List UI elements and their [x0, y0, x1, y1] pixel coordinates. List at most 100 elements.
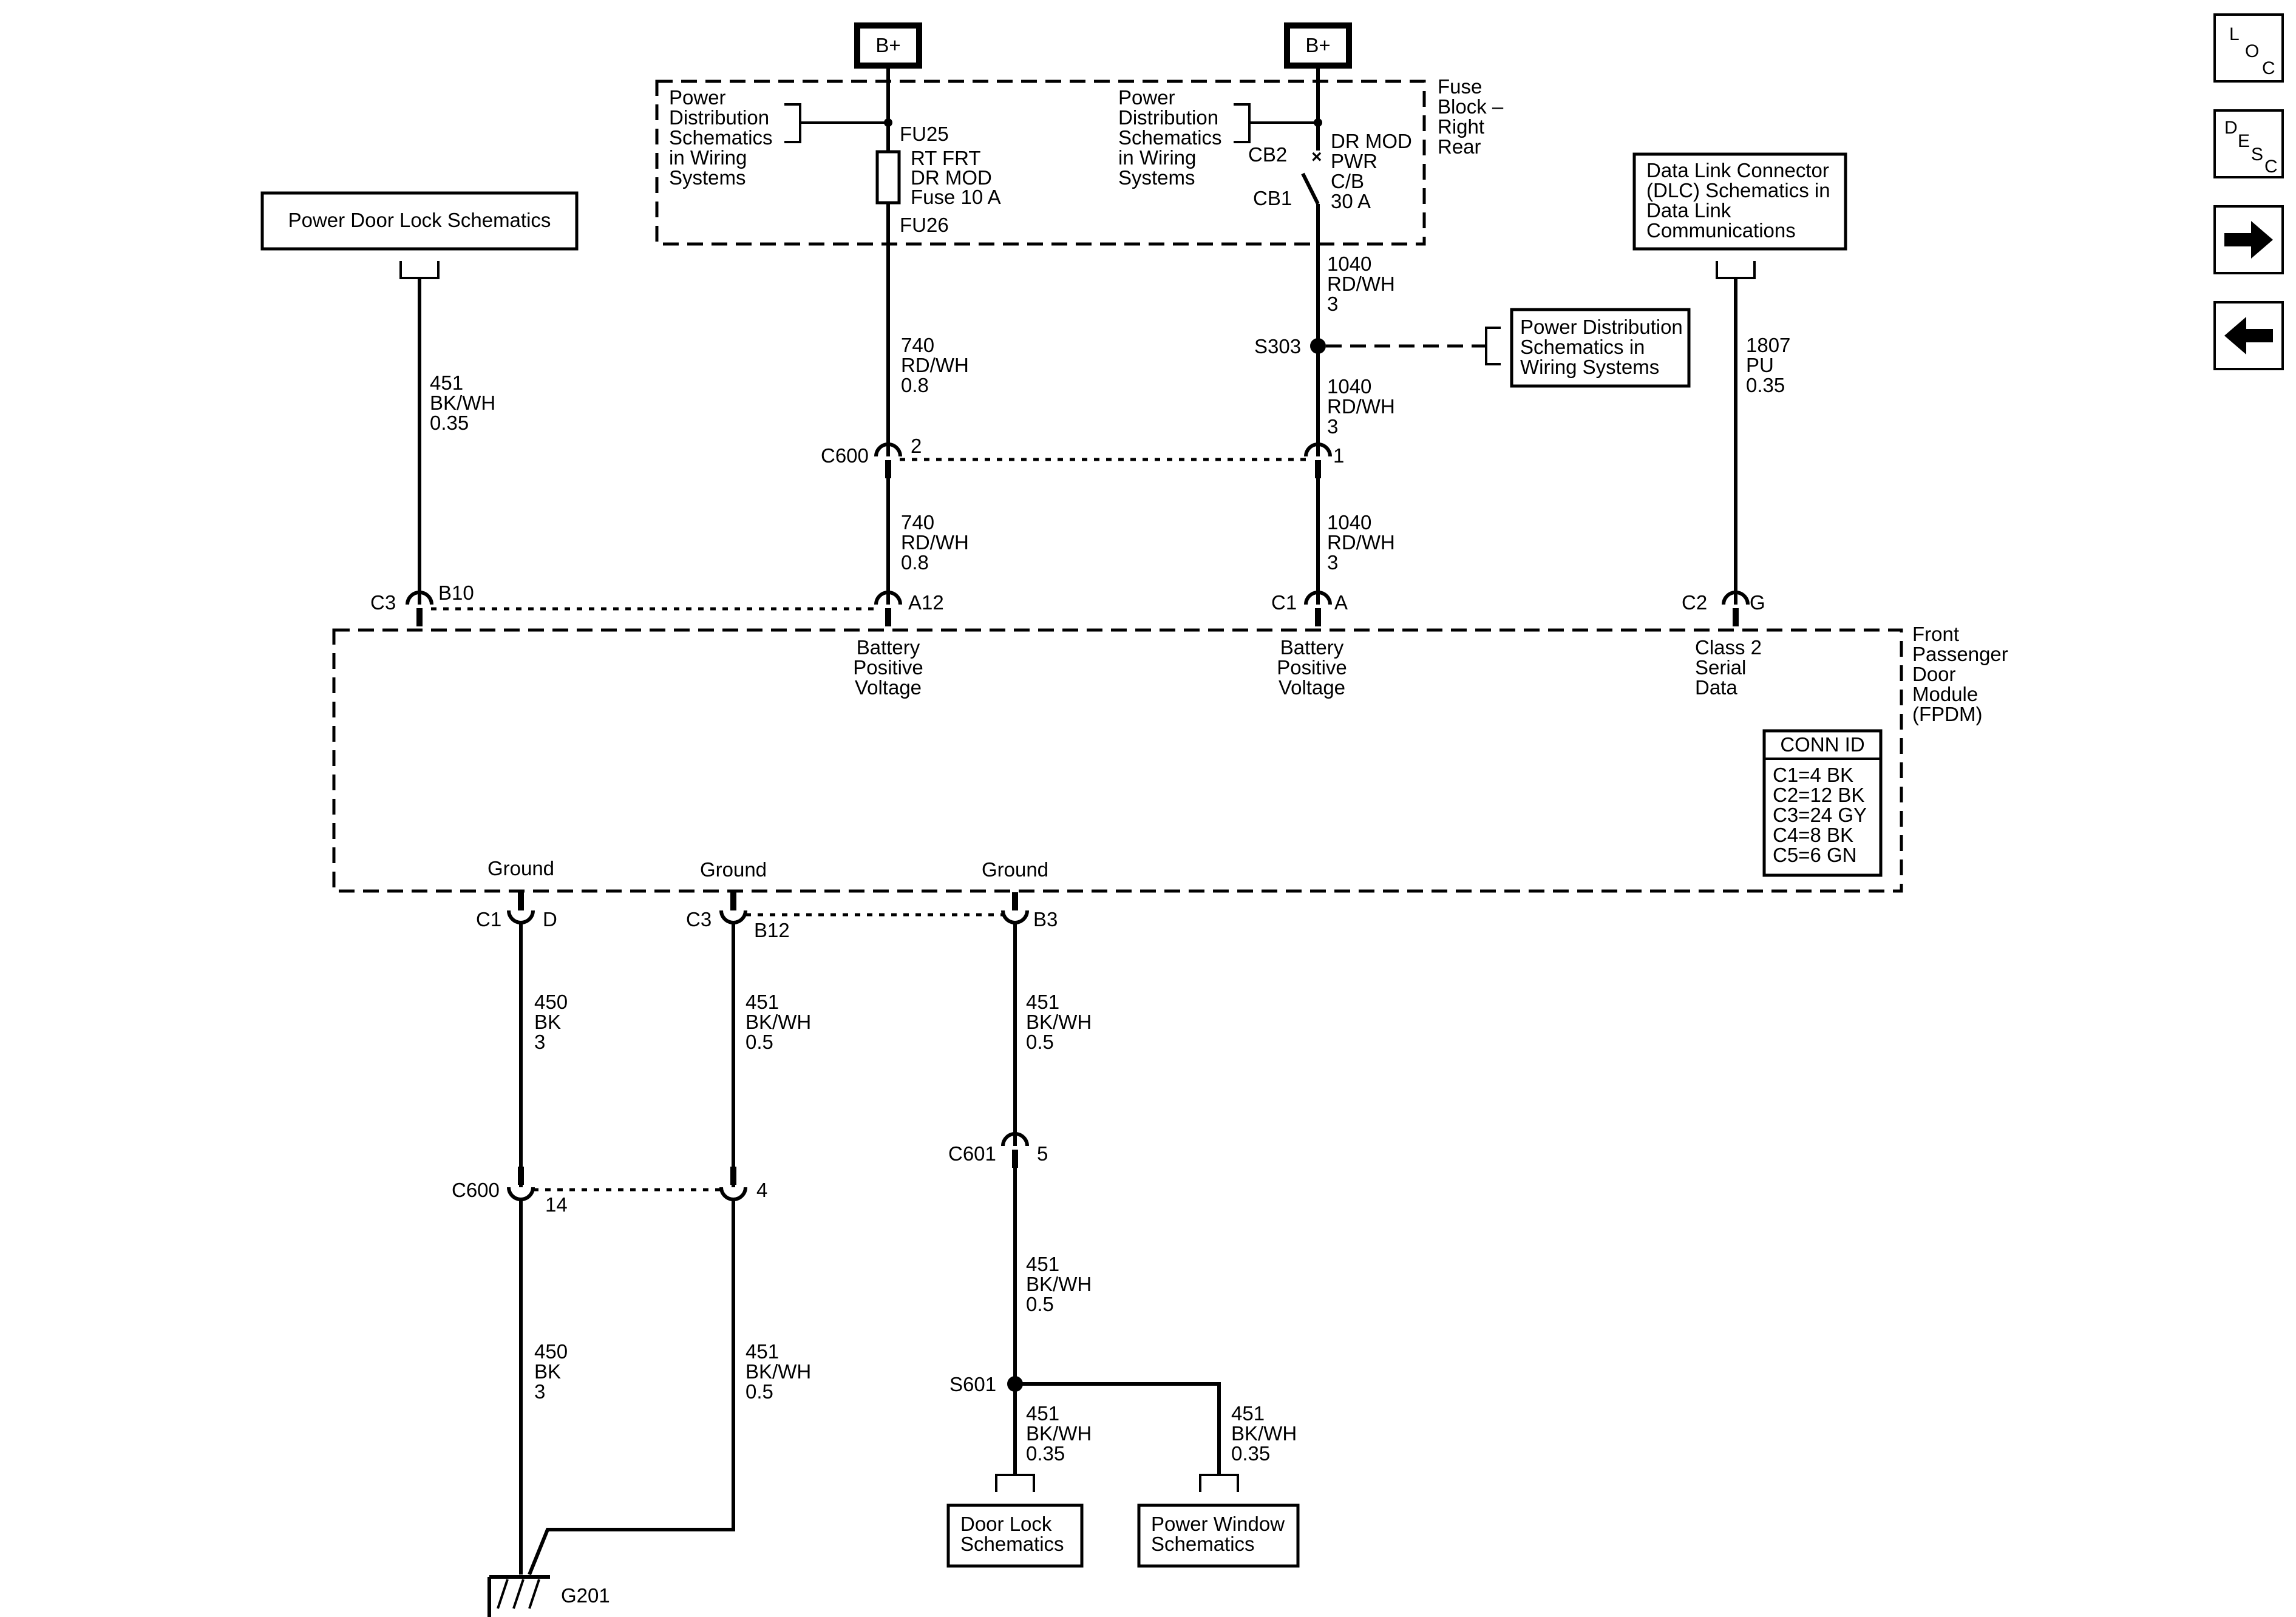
svg-text:RD/WH: RD/WH — [1327, 395, 1395, 418]
c1-bot-label: C1 — [476, 908, 501, 931]
svg-text:in Wiring: in Wiring — [1118, 146, 1196, 169]
svg-text:Power Distribution: Power Distribution — [1520, 316, 1683, 338]
desc-letter-c: C — [2264, 157, 2278, 177]
fuse-fu25-label: FU25 RT FRT DR MOD Fuse 10 A FU26 — [900, 123, 1001, 236]
svg-text:451: 451 — [1026, 1253, 1059, 1275]
wire-label-1807: 1807 PU 0.35 — [1746, 334, 1790, 396]
prev-button[interactable] — [2213, 301, 2284, 370]
c1-bot-pin: D — [543, 908, 557, 931]
svg-text:0.5: 0.5 — [1026, 1031, 1054, 1053]
loc-letter-o: O — [2245, 41, 2260, 61]
svg-text:Fuse: Fuse — [1438, 75, 1482, 98]
fuse-block-outline — [655, 80, 1426, 246]
battery-source-left: B+ — [854, 22, 922, 69]
svg-text:BK/WH: BK/WH — [430, 392, 495, 414]
svg-text:Data Link Connector: Data Link Connector — [1646, 159, 1829, 181]
svg-text:Schematics: Schematics — [1118, 126, 1222, 149]
svg-text:3: 3 — [1327, 293, 1338, 315]
svg-text:BK/WH: BK/WH — [1026, 1011, 1092, 1033]
svg-text:B+: B+ — [875, 34, 900, 56]
power-door-lock-schematics-link[interactable]: Power Door Lock Schematics — [260, 191, 579, 251]
svg-text:Distribution: Distribution — [669, 106, 769, 129]
svg-text:Battery: Battery — [857, 636, 920, 659]
svg-text:0.5: 0.5 — [746, 1031, 773, 1053]
svg-text:1807: 1807 — [1746, 334, 1790, 356]
next-button[interactable] — [2213, 205, 2284, 274]
pd-schematics-link-right[interactable]: Power Distribution Schematics in Wiring … — [1118, 86, 1318, 189]
svg-text:PU: PU — [1746, 354, 1774, 376]
desc-button[interactable]: D E S C — [2213, 109, 2284, 178]
ground-g201-symbol — [487, 1575, 550, 1617]
svg-text:3: 3 — [1327, 415, 1338, 438]
wire-label-451-g4: 451 BK/WH 0.5 — [746, 1340, 811, 1403]
svg-text:Module: Module — [1912, 683, 1978, 705]
splice-s303-label: S303 — [1254, 335, 1301, 358]
dlc-schematics-link[interactable]: Data Link Connector (DLC) Schematics in … — [1632, 152, 1847, 251]
svg-text:451: 451 — [1026, 1402, 1059, 1425]
fuse-feed-node — [884, 118, 892, 127]
svg-text:Voltage: Voltage — [855, 676, 922, 699]
connector-c600-top-left — [874, 442, 902, 478]
door-lock-schematics-link[interactable]: Door Lock Schematics — [946, 1503, 1084, 1568]
svg-text:CONN ID: CONN ID — [1780, 733, 1864, 756]
svg-text:RD/WH: RD/WH — [901, 531, 969, 554]
c2-top-label: C2 — [1682, 591, 1707, 614]
svg-text:(DLC) Schematics in: (DLC) Schematics in — [1646, 179, 1830, 202]
svg-text:Battery: Battery — [1280, 636, 1344, 659]
pd-schematics-link-left[interactable]: Power Distribution Schematics in Wiring … — [669, 86, 888, 189]
connector-c600-bot-left — [507, 1167, 535, 1201]
svg-text:0.5: 0.5 — [1026, 1293, 1054, 1315]
svg-text:Communications: Communications — [1646, 219, 1796, 242]
svg-text:BK/WH: BK/WH — [1026, 1422, 1092, 1445]
svg-text:740: 740 — [901, 334, 934, 356]
connector-c600-top-right — [1304, 442, 1332, 478]
svg-text:Wiring Systems: Wiring Systems — [1520, 356, 1659, 378]
svg-text:451: 451 — [430, 371, 463, 394]
c600-bot-pin-4: 4 — [756, 1179, 767, 1201]
wire-label-740-lower: 740 RD/WH 0.8 — [901, 511, 969, 574]
c3-top-label: C3 — [370, 591, 396, 614]
wire-label-1040-c: 1040 RD/WH 3 — [1327, 511, 1395, 574]
wire-451-ground-lower — [528, 1199, 735, 1576]
svg-text:Systems: Systems — [669, 166, 746, 189]
c601-pin: 5 — [1037, 1142, 1048, 1165]
svg-text:450: 450 — [534, 1340, 568, 1363]
loc-button[interactable]: L O C — [2213, 13, 2284, 83]
svg-text:451: 451 — [1231, 1402, 1265, 1425]
ground-label-1: Ground — [487, 857, 554, 880]
svg-text:C5=6 GN: C5=6 GN — [1773, 844, 1856, 866]
ground-label-3: Ground — [982, 858, 1048, 881]
connector-b3 — [1001, 892, 1029, 924]
desc-letter-d: D — [2224, 118, 2238, 138]
wire-label-450-a: 450 BK 3 — [534, 991, 568, 1053]
svg-text:RT FRT: RT FRT — [911, 147, 981, 169]
svg-text:Front: Front — [1912, 623, 1959, 645]
power-window-schematics-link[interactable]: Power Window Schematics — [1137, 1503, 1300, 1568]
pd-schematics-link-s303[interactable]: Power Distribution Schematics in Wiring … — [1510, 308, 1691, 388]
connector-c1-d — [507, 892, 535, 924]
battery-source-right: B+ — [1284, 22, 1352, 69]
svg-text:Fuse 10 A: Fuse 10 A — [911, 186, 1001, 208]
c600-top-pin-1: 1 — [1333, 444, 1344, 467]
svg-text:PWR: PWR — [1331, 150, 1377, 172]
battery-positive-voltage-1: Battery Positive Voltage — [853, 636, 923, 699]
svg-text:Schematics: Schematics — [669, 126, 773, 149]
splice-s601-label: S601 — [949, 1373, 996, 1395]
svg-text:RD/WH: RD/WH — [1327, 531, 1395, 554]
svg-text:0.8: 0.8 — [901, 551, 929, 574]
svg-text:DR MOD: DR MOD — [911, 166, 992, 189]
connector-c600-bot-right — [719, 1167, 747, 1201]
wire-label-740-upper: 740 RD/WH 0.8 — [901, 334, 969, 396]
c1-top-pin: A — [1334, 591, 1348, 614]
c3-bot-pin: B12 — [754, 919, 790, 941]
svg-text:3: 3 — [1327, 551, 1338, 574]
fuse-block-label: Fuse Block – Right Rear — [1438, 75, 1504, 158]
svg-text:BK/WH: BK/WH — [746, 1360, 811, 1383]
connector-c3-b10 — [406, 591, 433, 626]
svg-text:Positive: Positive — [853, 656, 923, 679]
svg-text:FU26: FU26 — [900, 214, 949, 236]
wire-label-451-left: 451 BK/WH 0.35 — [430, 371, 495, 434]
connector-a12 — [874, 591, 902, 626]
wire-label-451-g2: 451 BK/WH 0.5 — [1026, 991, 1092, 1053]
